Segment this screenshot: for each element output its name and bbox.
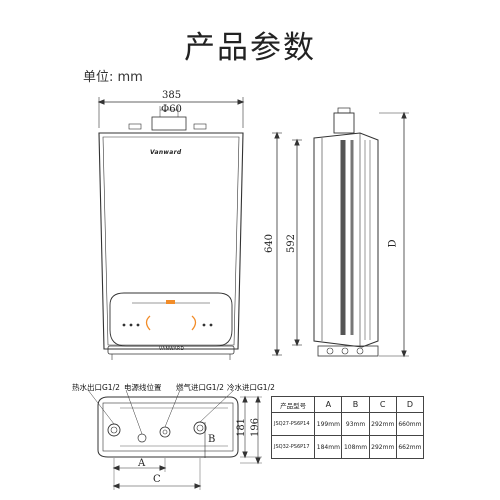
header-a: A bbox=[314, 396, 343, 413]
dim-196: 196 bbox=[250, 417, 262, 438]
cell-model: JSQ32-PS6P17 bbox=[270, 435, 316, 459]
cell-b: 93mm bbox=[341, 412, 370, 436]
dim-c: C bbox=[153, 474, 161, 485]
cell-c: 292mm bbox=[368, 412, 397, 436]
dim-181: 181 bbox=[236, 417, 248, 438]
header-model: 产品型号 bbox=[270, 396, 316, 413]
dim-height-body: 592 bbox=[286, 233, 298, 254]
label-gas-in: 燃气进口G1/2 bbox=[176, 383, 224, 392]
brand-plate: VANWARD bbox=[159, 347, 185, 352]
dim-width: 385 bbox=[162, 90, 182, 101]
display-indicator bbox=[166, 300, 175, 304]
unit-label: 单位: mm bbox=[83, 70, 143, 85]
header-d: D bbox=[395, 396, 425, 413]
cell-a: 184mm bbox=[314, 435, 343, 459]
dim-depth: D bbox=[387, 239, 399, 248]
spec-header-row: 产品型号 A B C D bbox=[270, 396, 425, 413]
page-title: 产品参数 bbox=[184, 30, 316, 66]
control-buttons bbox=[122, 323, 213, 327]
cell-a: 199mm bbox=[314, 412, 343, 436]
bottom-view bbox=[87, 389, 262, 490]
display-accents bbox=[145, 315, 197, 331]
table-row: JSQ32-PS6P17 184mm 108mm 292mm 662mm bbox=[270, 435, 425, 459]
cell-c: 292mm bbox=[368, 435, 397, 459]
table-row: JSQ27-PS6P14 199mm 93mm 292mm 660mm bbox=[270, 412, 425, 436]
cell-b: 108mm bbox=[341, 435, 370, 459]
dim-height-total: 640 bbox=[264, 233, 276, 254]
spec-table: 产品型号 A B C D JSQ27-PS6P14 199mm 93mm 292… bbox=[270, 396, 425, 459]
dim-pipe: Φ60 bbox=[161, 104, 182, 115]
label-hot-water-out: 热水出口G1/2 bbox=[72, 383, 120, 392]
header-b: B bbox=[341, 396, 370, 413]
dim-b: B bbox=[208, 434, 216, 445]
side-view bbox=[313, 107, 409, 358]
brand-logo: Vanward bbox=[150, 149, 182, 156]
dim-a: A bbox=[138, 458, 146, 469]
cell-d: 660mm bbox=[395, 412, 425, 436]
label-cold-water-in: 冷水进口G1/2 bbox=[227, 383, 275, 392]
height-dimensions bbox=[272, 131, 302, 357]
label-power-cable: 电源线位置 bbox=[124, 383, 162, 392]
header-c: C bbox=[368, 396, 397, 413]
cell-model: JSQ27-PS6P14 bbox=[270, 412, 316, 436]
cell-d: 662mm bbox=[395, 435, 425, 459]
front-view bbox=[97, 97, 245, 360]
